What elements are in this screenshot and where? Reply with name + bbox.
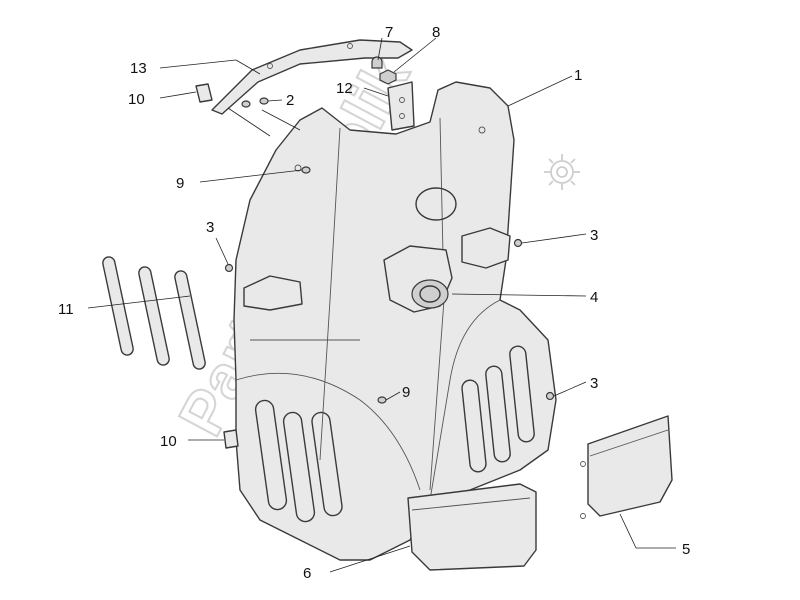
callout-3-left: 3	[206, 219, 214, 236]
part-3-screw-right-top	[513, 238, 523, 248]
callout-labels: 13 10 2 7 8 12 1 9 3 3 11 4 3 9 10 6 5	[58, 24, 690, 582]
callout-3-right-bottom: 3	[590, 375, 598, 392]
part-11-grilles	[102, 256, 206, 370]
part-2-screws	[241, 97, 269, 108]
callout-7: 7	[385, 24, 393, 41]
part-7-screw	[371, 56, 383, 69]
part-5-side-cover	[580, 415, 673, 519]
callout-10-bottom: 10	[160, 433, 177, 450]
gear-icon	[544, 154, 580, 190]
part-10-clip-top	[195, 83, 213, 103]
part-3-screw-left	[224, 263, 234, 273]
part-3-screw-right-bottom	[545, 391, 555, 401]
part-9-grommet-top	[301, 166, 311, 174]
callout-3-right-top: 3	[590, 227, 598, 244]
callout-10-top: 10	[128, 91, 145, 108]
leader-lines	[87, 37, 676, 573]
callout-11: 11	[58, 301, 74, 318]
callout-4: 4	[590, 289, 598, 306]
callout-9-top: 9	[176, 175, 184, 192]
part-12-bracket	[387, 81, 415, 131]
part-9-grommet-bottom	[377, 396, 387, 404]
callout-13: 13	[130, 60, 147, 77]
part-8-nut	[379, 69, 397, 85]
callout-5: 5	[682, 541, 690, 558]
callout-2: 2	[286, 92, 294, 109]
part-6-lower-cover	[407, 483, 537, 571]
part-13-top-trim	[211, 39, 413, 115]
callout-1: 1	[574, 67, 582, 84]
part-10-clip-bottom	[223, 429, 239, 449]
callout-6: 6	[303, 565, 311, 582]
callout-8: 8	[432, 24, 440, 41]
callout-12: 12	[336, 80, 353, 97]
part-1-leg-shield	[233, 81, 557, 561]
part-4-cap-assembly	[383, 245, 453, 313]
callout-9-bottom: 9	[402, 384, 410, 401]
